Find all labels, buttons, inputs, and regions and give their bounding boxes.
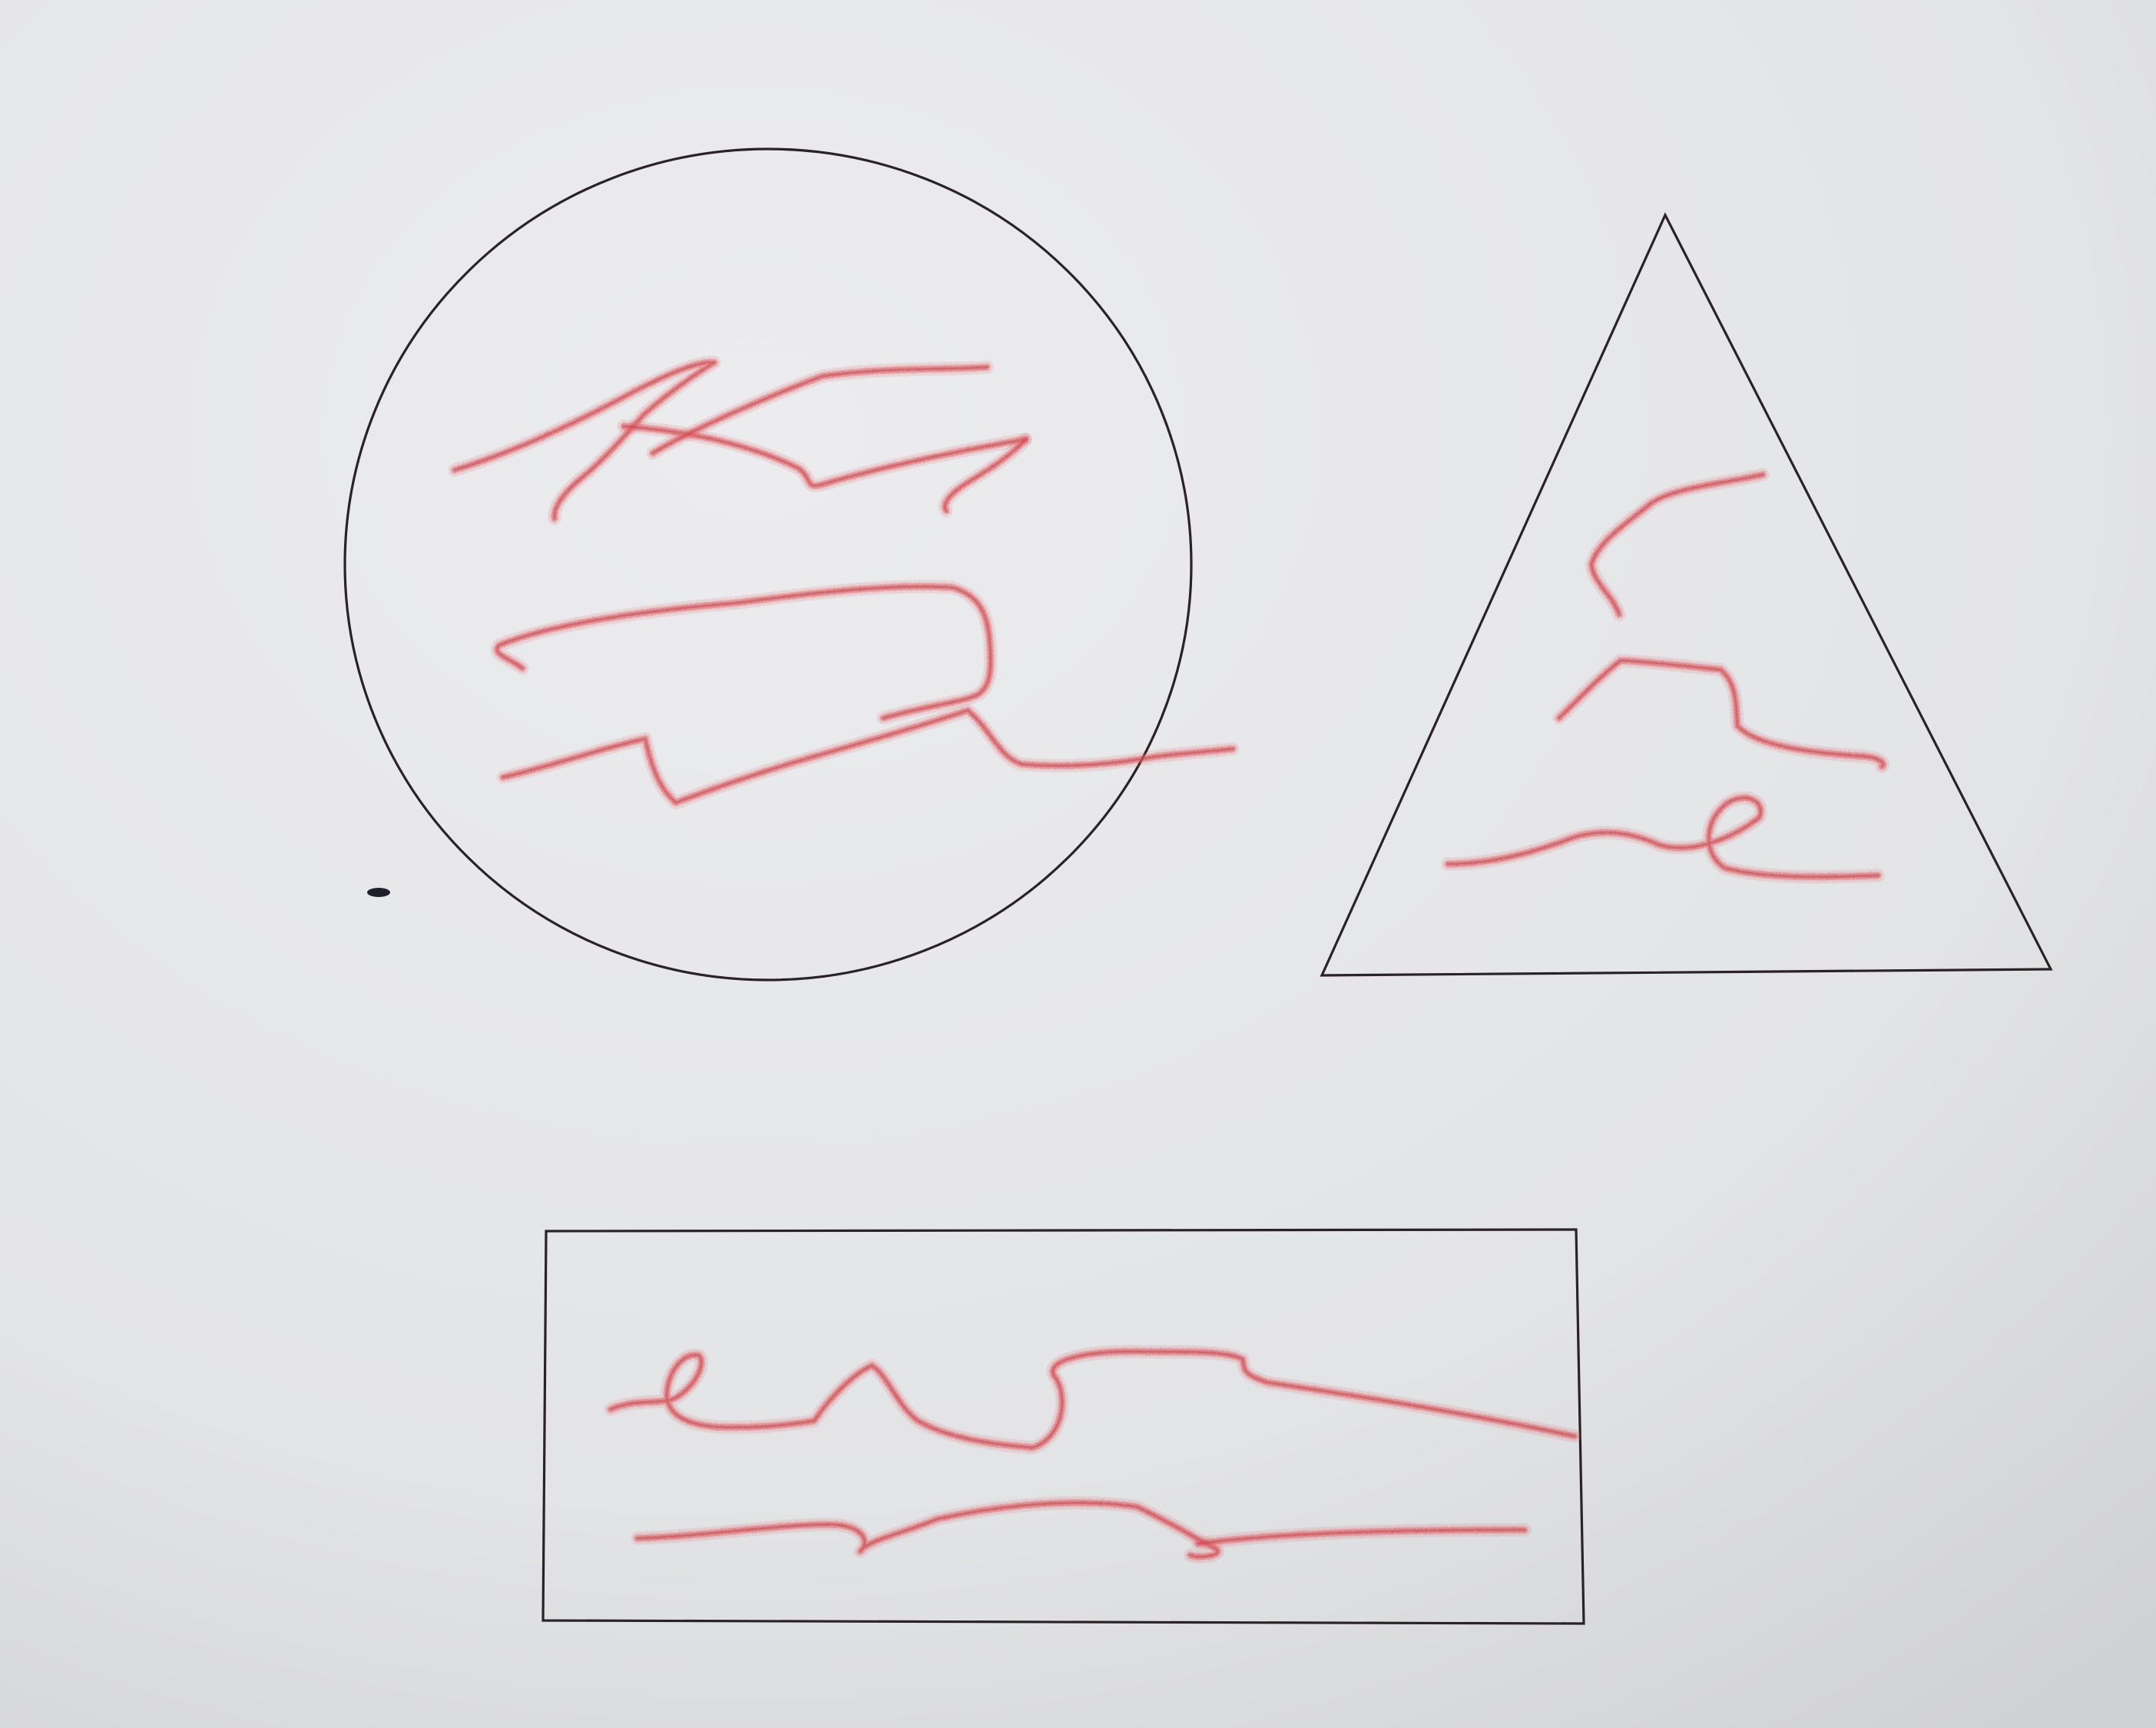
triangle-scribble-2 xyxy=(1552,654,1890,773)
circle-scribble-middle-core xyxy=(495,584,992,720)
rectangle-scribble-lower-tail-core xyxy=(1197,1528,1526,1545)
triangle-scribble-3 xyxy=(1441,791,1885,884)
triangle-figure xyxy=(1320,212,2053,977)
rectangle-scribble-lower-tail xyxy=(1191,1523,1532,1551)
crayon-scribbles xyxy=(448,356,1890,1564)
triangle-scribble-1-core xyxy=(1590,473,1764,616)
circle-scribble-upper-3 xyxy=(646,360,994,460)
triangle-scribble-1 xyxy=(1585,468,1770,621)
rectangle-figure xyxy=(541,1228,1585,1625)
circle-figure xyxy=(343,147,1193,982)
rectangle-scribble-upper-core xyxy=(609,1350,1576,1449)
circle-scribble-lower xyxy=(496,703,1240,809)
triangle-scribble-2-core xyxy=(1558,659,1885,768)
rectangle-scribble-upper xyxy=(604,1345,1581,1455)
circle-scribble-middle xyxy=(491,580,998,725)
ink-dot xyxy=(367,888,390,897)
circle-scribble-upper-1 xyxy=(448,356,721,525)
rectangle-outline xyxy=(541,1228,1585,1625)
circle-scribble-lower-core xyxy=(502,709,1234,804)
circle-scribble-upper-2 xyxy=(617,419,1032,492)
circle-scribble-upper-4-core xyxy=(943,438,1027,512)
triangle-outline xyxy=(1320,212,2053,977)
circle-outline xyxy=(343,147,1193,982)
circle-scribble-upper-3-core xyxy=(651,366,989,455)
triangle-scribble-3-core xyxy=(1446,796,1879,879)
circle-scribble-upper-1-core xyxy=(453,361,716,520)
circle-scribble-upper-4 xyxy=(938,432,1032,518)
circle-scribble-upper-2-core xyxy=(622,425,1027,487)
